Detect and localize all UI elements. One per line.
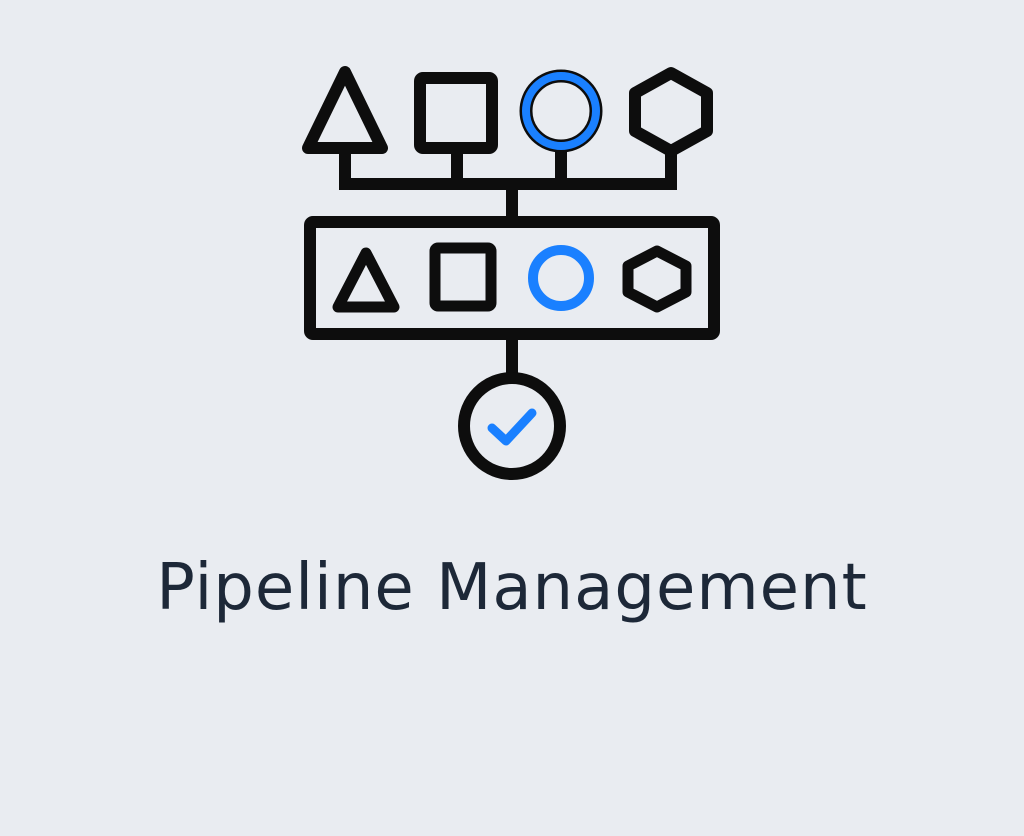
circle-icon xyxy=(528,245,594,311)
checkmark-icon xyxy=(487,408,537,446)
pipeline-icon xyxy=(302,66,720,480)
card-title: Pipeline Management xyxy=(156,551,868,625)
triangle-icon xyxy=(332,247,400,313)
square-icon xyxy=(414,72,498,154)
triangle-icon xyxy=(302,66,388,154)
hexagon-icon xyxy=(629,67,713,157)
hexagon-icon xyxy=(622,245,692,313)
pipeline-stage-box xyxy=(304,216,720,340)
result-circle xyxy=(458,372,566,480)
square-icon xyxy=(429,242,497,312)
